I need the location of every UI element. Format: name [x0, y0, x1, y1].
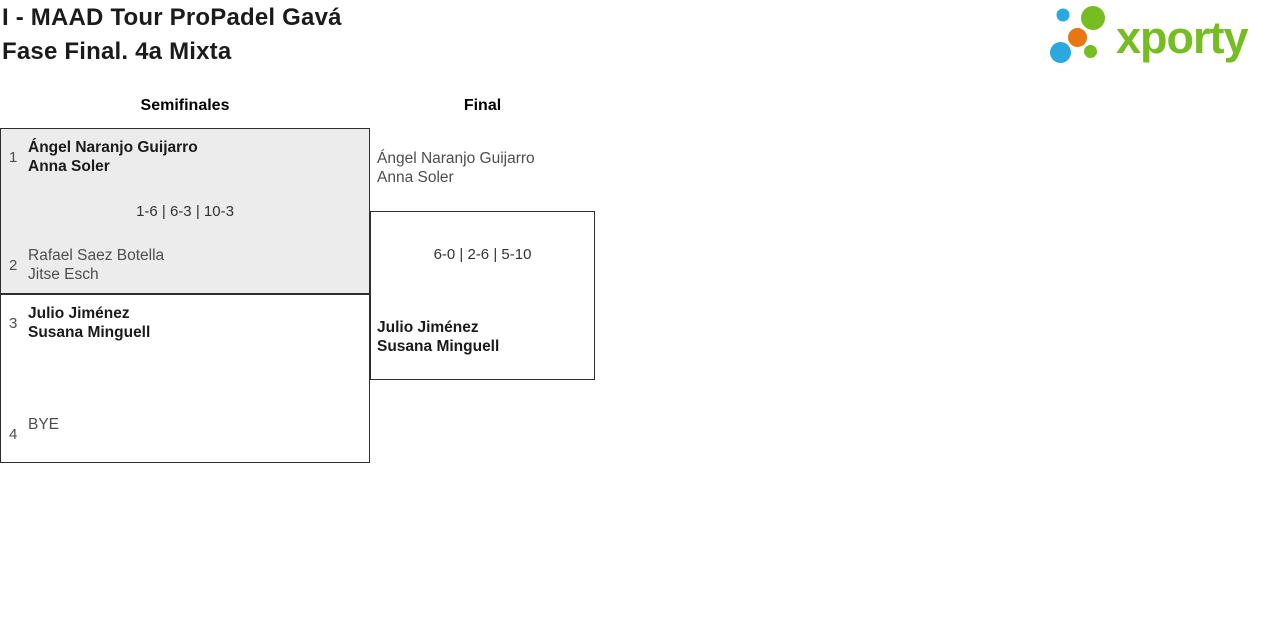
- match-slot-team2: 4 BYE: [9, 412, 361, 456]
- bye-label: BYE: [28, 416, 60, 433]
- page-title: I - MAAD Tour ProPadel Gavá: [2, 4, 342, 31]
- player-name: Julio Jiménez: [28, 305, 130, 322]
- match-score-final: 6-0 | 2-6 | 5-10: [433, 246, 532, 263]
- header-title-block: I - MAAD Tour ProPadel Gavá Fase Final. …: [2, 1, 342, 69]
- xporty-logo[interactable]: xporty: [1048, 4, 1249, 71]
- player-name-empty: [28, 434, 59, 453]
- team-jimenez-minguell: Julio Jiménez Susana Minguell: [28, 304, 150, 342]
- seed-number-1: 1: [9, 148, 18, 166]
- final-winner-jimenez-minguell: Julio Jiménez Susana Minguell: [377, 318, 499, 356]
- final-team-naranjo-soler: Ángel Naranjo Guijarro Anna Soler: [377, 149, 535, 187]
- team-bye: BYE: [28, 415, 59, 453]
- player-name: Susana Minguell: [377, 338, 500, 355]
- round-header-semifinales: Semifinales: [140, 97, 230, 114]
- match-final-box[interactable]: [370, 211, 595, 380]
- seed-number-4: 4: [9, 425, 18, 443]
- player-name: Jitse Esch: [28, 266, 99, 283]
- xporty-logo-text: xporty: [1116, 12, 1249, 63]
- page-subtitle: Fase Final. 4a Mixta: [2, 38, 232, 65]
- match-slot-team1: 3 Julio Jiménez Susana Minguell: [9, 301, 361, 345]
- match-semifinal-1[interactable]: 1 Ángel Naranjo Guijarro Anna Soler 1-6 …: [0, 128, 370, 294]
- team-saez-esch: Rafael Saez Botella Jitse Esch: [28, 246, 164, 284]
- player-name: Ángel Naranjo Guijarro: [28, 139, 198, 156]
- team-naranjo-soler: Ángel Naranjo Guijarro Anna Soler: [28, 138, 198, 176]
- match-score-semifinal-1: 1-6 | 6-3 | 10-3: [136, 202, 234, 220]
- round-header-final: Final: [463, 97, 502, 114]
- player-name: Julio Jiménez: [377, 319, 479, 336]
- seed-number-2: 2: [9, 256, 18, 274]
- match-score-semifinal-2: [9, 369, 361, 388]
- match-semifinal-2[interactable]: 3 Julio Jiménez Susana Minguell 4 BYE: [0, 294, 370, 463]
- player-name: Ángel Naranjo Guijarro: [377, 150, 535, 167]
- xporty-dots-icon: [1048, 4, 1106, 71]
- player-name: Susana Minguell: [28, 324, 151, 341]
- match-slot-team1: 1 Ángel Naranjo Guijarro Anna Soler: [9, 135, 361, 179]
- player-name: Rafael Saez Botella: [28, 247, 165, 264]
- player-name: Anna Soler: [377, 169, 454, 186]
- player-name: Anna Soler: [28, 158, 110, 175]
- seed-number-3: 3: [9, 314, 18, 332]
- match-slot-team2: 2 Rafael Saez Botella Jitse Esch: [9, 243, 361, 287]
